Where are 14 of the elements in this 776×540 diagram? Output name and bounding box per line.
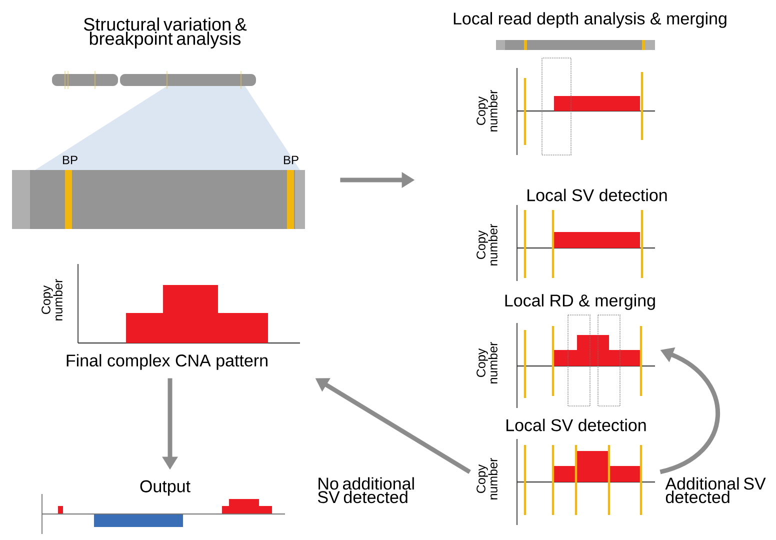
- edge-label: No additional SV detected: [316, 476, 422, 504]
- panel-title: Local RD & merging: [505, 294, 655, 310]
- axis-label: Copy number: [42, 279, 62, 320]
- axis-label: Copy number: [476, 224, 498, 266]
- panel-title: Local SV detection: [506, 418, 646, 432]
- axis-label: Copy number: [476, 458, 498, 500]
- panel-title: Local SV detection: [528, 188, 667, 202]
- axis-label: Copy number: [476, 342, 498, 384]
- panel-title: Local read depth analysis & merging: [454, 12, 726, 28]
- panel-title: Structural variation & breakpoint analysis: [84, 18, 247, 48]
- axis-label: Copy number: [476, 90, 498, 132]
- panel-title: Final complex CNA pattern: [66, 354, 268, 370]
- panel-title: Output: [140, 480, 190, 496]
- edge-label: Additional SV detected: [664, 476, 770, 504]
